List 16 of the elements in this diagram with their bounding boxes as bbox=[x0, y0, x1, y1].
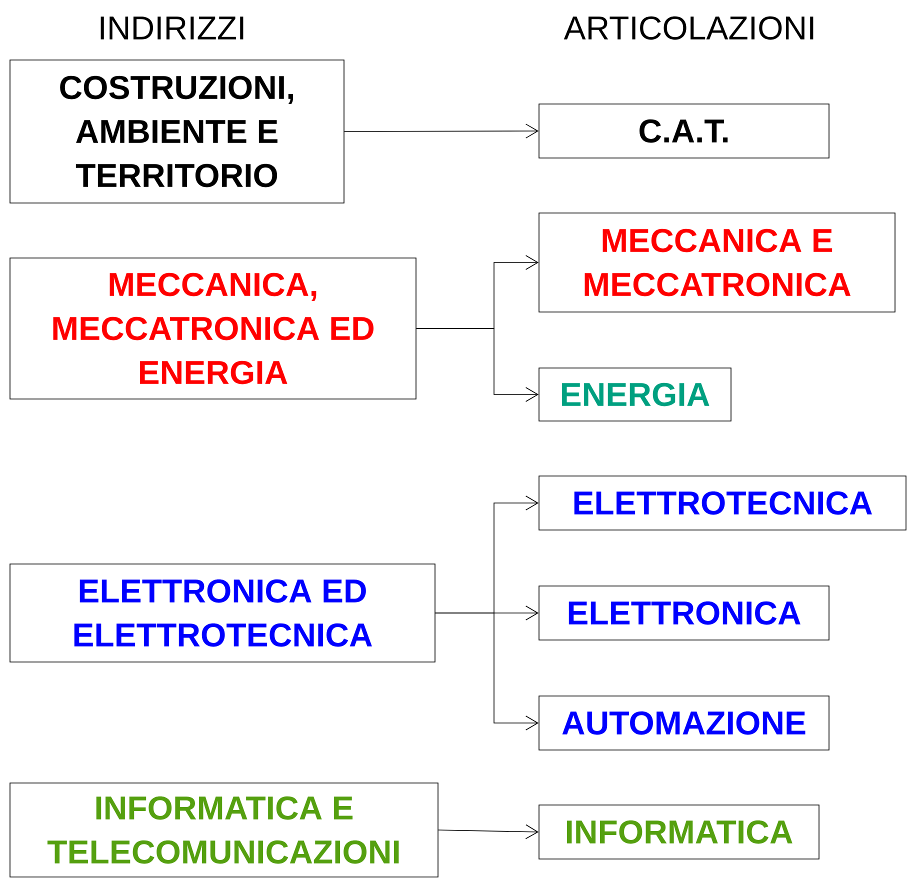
text-box: COSTRUZIONI, AMBIENTE E TERRITORIO bbox=[10, 60, 344, 204]
arrow bbox=[416, 328, 539, 402]
text-box: ELETTRONICA bbox=[538, 586, 830, 640]
text-box: ELETTRONICA ED ELETTROTECNICA bbox=[10, 564, 436, 662]
text-box: ELETTROTECNICA bbox=[538, 476, 906, 530]
text-box: MECCANICA E MECCATRONICA bbox=[538, 212, 896, 312]
text-box: INFORMATICA E TELECOMUNICAZIONI bbox=[10, 782, 438, 878]
arrow bbox=[435, 612, 539, 730]
text-box: INFORMATICA bbox=[538, 804, 820, 860]
arrow bbox=[438, 824, 539, 840]
text-box: AUTOMAZIONE bbox=[538, 696, 830, 750]
arrow bbox=[344, 124, 539, 138]
text-box: ENERGIA bbox=[538, 368, 732, 422]
text-box: MECCANICA, MECCATRONICA ED ENERGIA bbox=[10, 258, 416, 400]
text-box: C.A.T. bbox=[538, 104, 830, 158]
column-heading: ARTICOLAZIONI bbox=[564, 16, 814, 40]
